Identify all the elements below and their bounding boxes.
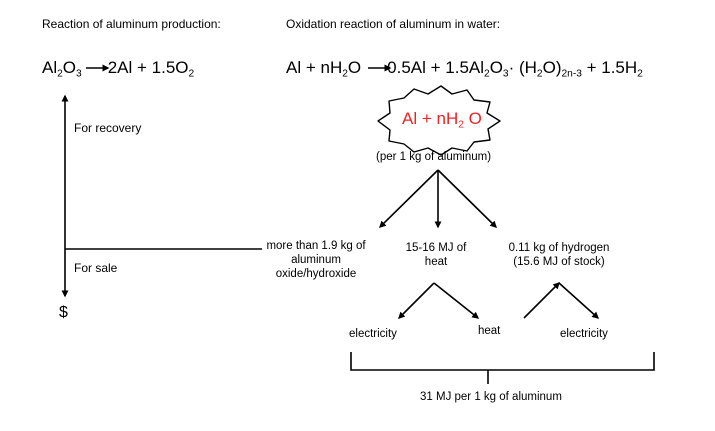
hydrogen-output-label: 0.11 kg of hydrogen (15.6 MJ of stock)	[508, 242, 610, 268]
arrow-to-hydrogen	[437, 169, 497, 228]
oxide-output-label: more than 1.9 kg of aluminum oxide/hydro…	[266, 240, 366, 280]
right-heading: Oxidation reaction of aluminum in water:	[286, 17, 501, 31]
electricity-right-label: electricity	[560, 328, 608, 340]
left-heading: Reaction of aluminum production:	[42, 17, 221, 31]
electricity-left-label: electricity	[349, 328, 397, 340]
burst-shape	[377, 85, 501, 156]
burst-label: Al + nH2 O	[402, 109, 482, 131]
for-sale-label: For sale	[74, 261, 118, 275]
arrow-to-oxide	[379, 169, 439, 228]
for-recovery-label: For recovery	[74, 121, 142, 135]
total-energy-label: 31 MJ per 1 kg of aluminum	[420, 391, 562, 403]
dollar-sign: $	[59, 304, 68, 321]
per-kg-label: (per 1 kg of aluminum)	[376, 151, 492, 163]
total-bracket	[350, 352, 655, 371]
heat-leaf-label: heat	[478, 325, 501, 337]
arrow-hydrogen-to-electricity	[523, 282, 560, 319]
heat-output-label: 15-16 MJ of heat	[405, 242, 467, 268]
arrow-heat-to-electricity	[398, 282, 435, 319]
arrow-heat-to-heat	[433, 282, 480, 319]
arrow-hydrogen-to-electricity-2	[558, 282, 600, 319]
